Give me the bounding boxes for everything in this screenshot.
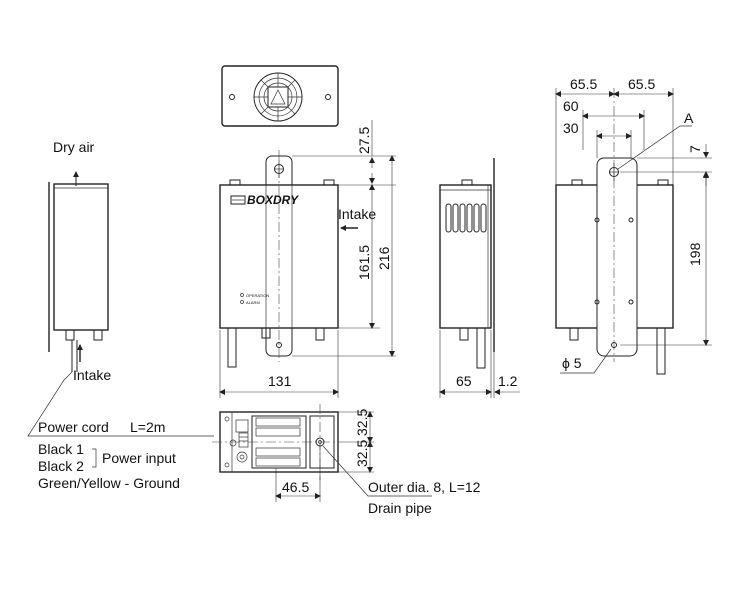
ground-label: Green/Yellow - Ground	[38, 475, 180, 491]
right-side-view	[439, 158, 520, 398]
drain-pipe-label: Drain pipe	[368, 500, 432, 516]
dim-161-5: 161.5	[356, 245, 372, 280]
screw-icon	[594, 299, 600, 305]
screw-icon	[628, 217, 634, 223]
bottom-view	[212, 404, 432, 502]
cord-outlet	[236, 451, 248, 463]
dim-198: 198	[687, 242, 703, 266]
vent-slot	[480, 203, 487, 233]
dim-216: 216	[376, 246, 392, 270]
dim-65-5-right: 65.5	[628, 76, 655, 92]
dim-27-5: 27.5	[356, 127, 372, 154]
rear-dimensions	[555, 88, 712, 374]
vent-slot	[452, 203, 459, 233]
dim-131: 131	[268, 373, 292, 389]
outer-dia-label: Outer dia. 8, L=12	[368, 479, 481, 495]
operation-label: OPERATION	[246, 293, 269, 298]
vent-slot	[466, 203, 473, 233]
dim-60: 60	[563, 98, 579, 114]
screw-icon	[325, 94, 331, 100]
front-dimensions	[219, 120, 396, 398]
vent-slot	[473, 203, 480, 233]
vent-slot	[445, 203, 452, 233]
dim-32-5-top: 32.5	[354, 409, 370, 436]
dry-air-label: Dry air	[53, 139, 95, 155]
dim-32-5-bottom: 32.5	[354, 440, 370, 467]
power-cord-label: Power cord	[38, 419, 109, 435]
cord-length-label: L=2m	[130, 419, 165, 435]
screw-icon	[229, 94, 235, 100]
left-side-view	[27, 171, 214, 437]
dim-46-5: 46.5	[282, 479, 309, 495]
alarm-label: ALARM	[246, 300, 260, 305]
dim-30: 30	[563, 120, 579, 136]
warning-triangle-icon	[270, 89, 286, 105]
power-input-label: Power input	[102, 450, 176, 466]
dim-7: 7	[687, 145, 703, 153]
alarm-led-icon	[240, 300, 244, 304]
fan-hub	[267, 86, 289, 108]
bracket	[92, 448, 97, 468]
hole-dia-label: ϕ 5	[562, 355, 582, 371]
terminal-block	[238, 432, 249, 448]
intake-front-label: Intake	[338, 206, 376, 222]
front-view	[219, 150, 358, 368]
black1-label: Black 1	[38, 441, 84, 457]
black2-label: Black 2	[38, 458, 84, 474]
logo-mark	[230, 195, 246, 205]
intake-label: Intake	[73, 367, 111, 383]
logo-text: BOXDRY	[247, 193, 299, 207]
operation-led-icon	[240, 293, 244, 297]
dim-65-5-left: 65.5	[570, 76, 597, 92]
screw-icon	[594, 217, 600, 223]
dim-65: 65	[456, 373, 472, 389]
point-a-label: A	[684, 110, 694, 126]
dim-1-2: 1.2	[498, 373, 518, 389]
vent-slot	[459, 203, 466, 233]
top-view	[221, 65, 339, 127]
screw-icon	[628, 299, 634, 305]
